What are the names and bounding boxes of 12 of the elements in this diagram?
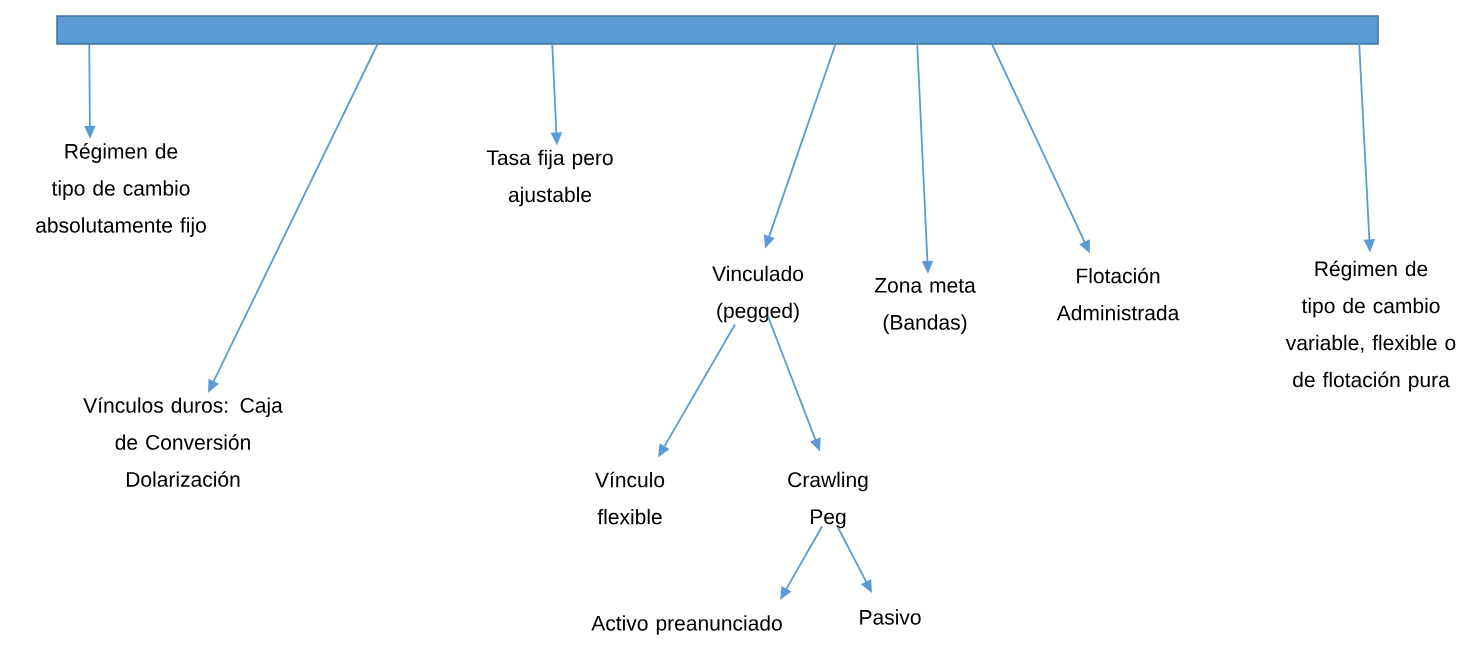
text-label: Tasa fija pero ajustable bbox=[486, 149, 613, 207]
text-label: Régimen de tipo de cambio variable, flexible o de flotación pura bbox=[1285, 260, 1456, 392]
text-label: Pasivo bbox=[860, 609, 921, 625]
text-label: Crawling Peg bbox=[788, 471, 868, 529]
text-label: Zona meta (Bandas) bbox=[874, 278, 976, 334]
text-label: Régimen de tipo de cambio absolutamente fijo bbox=[36, 143, 206, 237]
text-label: Activo preanunciado bbox=[591, 615, 782, 635]
text-label: Vínculos duros: Caja de Conversión Dolarización bbox=[83, 397, 283, 487]
text-label: Flotación Administrada bbox=[1056, 267, 1180, 321]
text-label: Vínculo flexible bbox=[595, 471, 665, 525]
text-label: Vinculado (pegged) bbox=[712, 265, 804, 323]
bar bbox=[56, 15, 1379, 45]
